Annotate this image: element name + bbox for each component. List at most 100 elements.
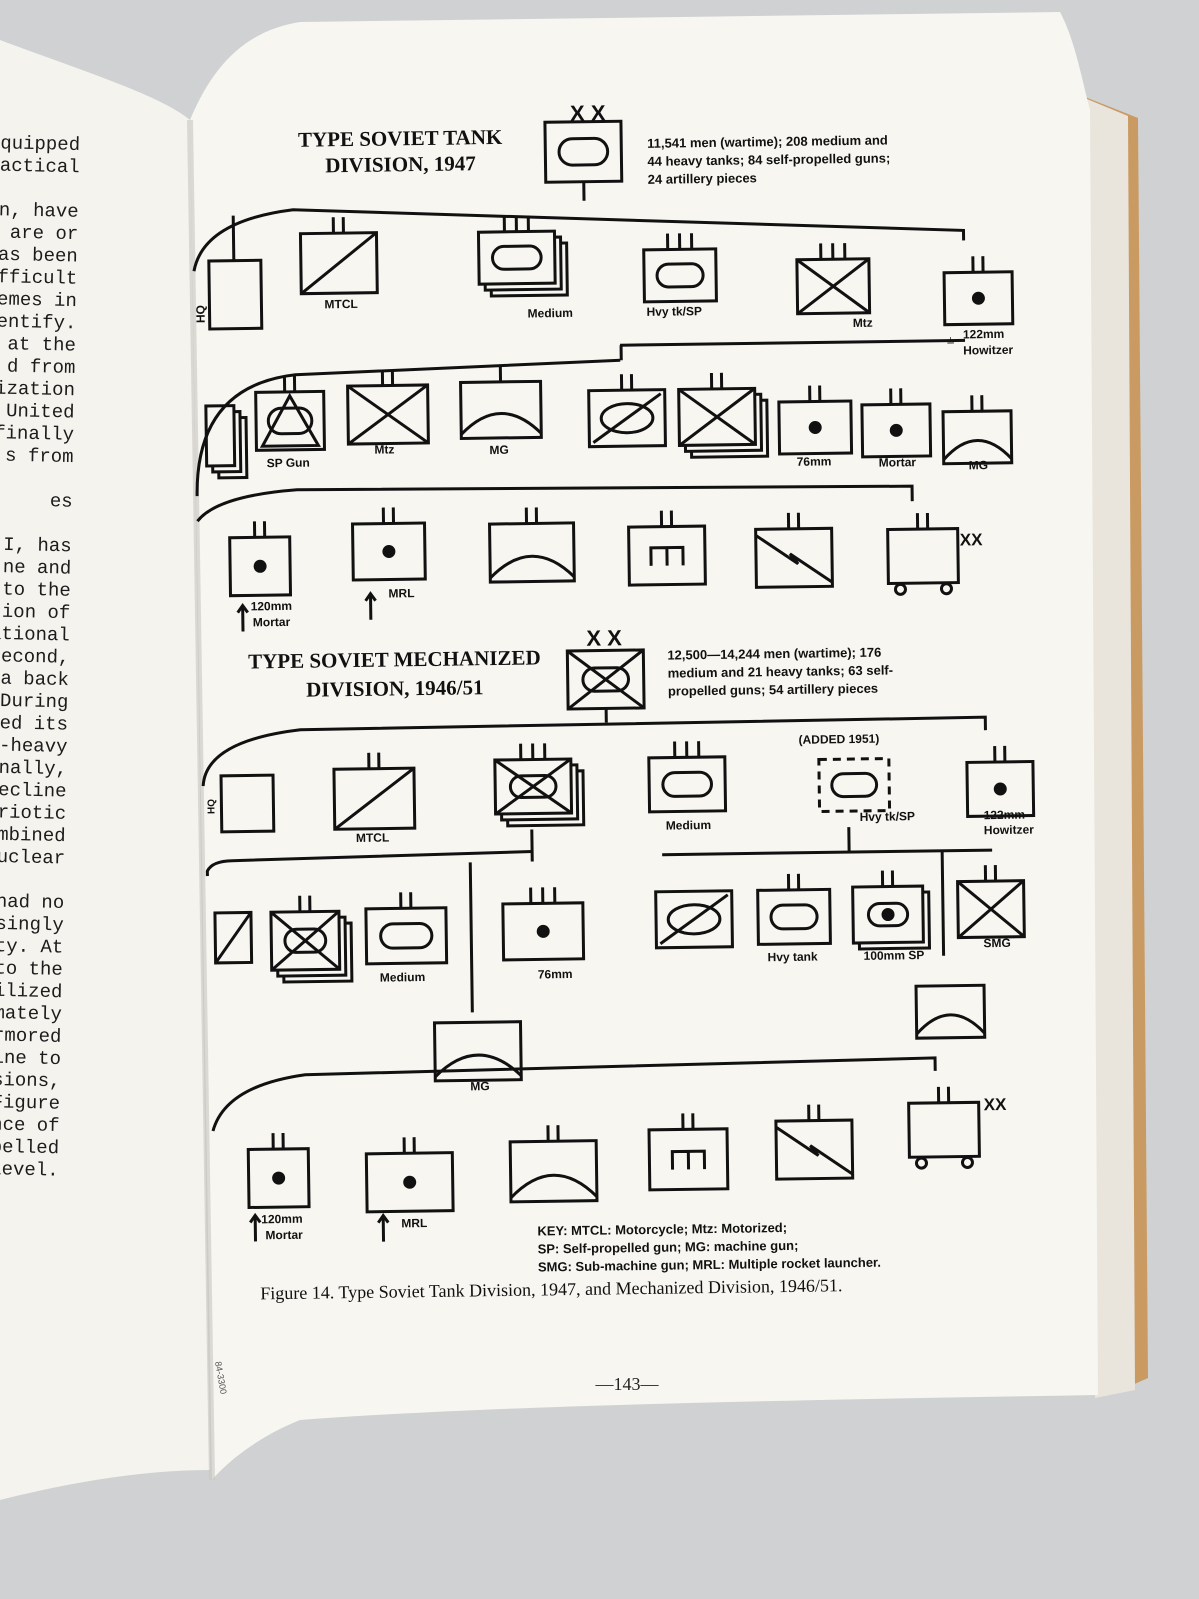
mech-howitzer-symbol [965,759,1036,818]
mech-howitzer-label-2: Howitzer [984,823,1035,838]
mech-xx-label: XX [984,1095,1008,1114]
unit-frame [364,906,449,966]
mech-signal-symbol [774,1118,855,1181]
mech-120mm-label-2: Mortar [265,1228,303,1243]
infantry-cross [347,383,429,446]
left-page-line: armored [0,1024,62,1048]
key-line-2: SP: Self-propelled gun; MG: machine gun; [538,1238,799,1257]
tank-signal-symbol [754,526,834,589]
tank-spgun-symbol [254,389,326,452]
sp-gun-triangle [259,392,321,448]
left-page-line: I, has [3,534,72,557]
mech-division-info-3: propelled guns; 54 artillery pieces [668,681,878,699]
left-page-line: ed its [0,712,68,735]
tank-mtz2-symbol [346,383,430,446]
tank-76mm-label: 76mm [797,454,832,468]
armor-oval [661,770,714,798]
tank-mtz2-label: Mtz [374,442,394,456]
mech-medium-label: Medium [666,818,712,833]
left-page-line: s from [5,445,74,468]
rocket-head [236,602,249,614]
tank-howitzer-symbol [942,270,1015,327]
armor-oval [557,136,610,167]
tank-mortar-arrow [236,602,249,632]
armor-oval [866,901,910,928]
mech-hq-label: HQ [206,799,217,814]
mech-mg-label: MG [470,1079,490,1093]
tank-division-echelon: X X [570,100,606,125]
mech-engineer-symbol [647,1127,730,1192]
mech-76mm-symbol [501,901,586,962]
mech-medium2-symbol [364,906,449,966]
tank-supply-symbol [886,527,960,596]
tank-division-title-1: TYPE SOVIET TANK [298,125,503,152]
tank-hq-label: HQ [193,305,207,323]
left-page-line: to the [0,957,63,980]
armor-oval [581,666,631,693]
tank-medium-label: Medium [527,306,573,321]
tank-mrl-arrow [364,591,377,620]
engineer-symbol [649,545,685,566]
unit-frame [432,1020,523,1083]
tank-120mm-label-2: Mortar [253,615,291,630]
mech-division-info-2: medium and 21 heavy tanks; 63 self- [668,662,894,680]
key-line-1: KEY: MTCL: Motorcycle; Mtz: Motorized; [537,1220,787,1238]
mech-hvytank-symbol [756,887,832,946]
mech-division-hq-symbol [565,648,646,711]
unit-frame [756,887,832,946]
unit-frame [488,521,576,584]
tank-mg2-label: MG [969,458,989,472]
mech-infantry-symbol [493,757,586,828]
unit-frame [476,229,557,286]
supply-wheel [893,582,907,596]
armor-oval [266,406,314,436]
page-number: —143— [595,1374,660,1394]
org-bracket-curve [201,715,987,787]
unit-frame [647,755,728,814]
org-chart-figure: ⫨ TYPE SOVIET TANK DIVISION, 1947 X X 11… [192,100,1036,1303]
machine-gun-arc [942,438,1013,461]
recon-ellipse [666,903,722,936]
mech-mtcl-symbol [332,766,417,831]
left-page [0,40,210,1500]
tank-aa-symbol [488,521,576,584]
left-page-line: r-heavy [0,734,68,758]
mech-hq-symbol [219,773,276,834]
mech-supply-symbol [907,1100,981,1170]
rocket-head [249,1212,262,1224]
artillery-dot [808,421,822,435]
mech-aa-symbol [914,983,987,1040]
unit-frame [642,247,718,304]
left-page-line: ion of [2,601,71,624]
engineer-symbol [670,1149,707,1170]
tank-division-title-2: DIVISION, 1947 [325,151,476,177]
artillery-dot [971,291,985,305]
artillery-dot [881,908,895,922]
signal-bolt [775,1125,854,1176]
tank-spgun-label: SP Gun [267,456,310,471]
armor-oval [379,921,434,950]
mech-mtcl-label: MTCL [356,831,390,845]
left-page-line: ombined [0,823,66,847]
left-page-line: at the [7,333,76,356]
unit-frame [886,527,960,586]
mech-added-label: (ADDED 1951) [798,732,879,747]
org-connector [468,862,474,1013]
mech-hvytank-label: Hvy tank [768,950,819,965]
motorcycle-slash [333,766,415,831]
left-page-line: to the [2,578,71,601]
mech-120mm-label-1: 120mm [261,1212,303,1227]
org-bracket-curve [205,850,533,877]
org-connector [231,215,236,261]
unit-frame [459,379,543,440]
mech-aa2-symbol [508,1139,599,1204]
left-page-line: es [50,490,73,512]
mech-smg-label: SMG [983,936,1011,950]
tank-hvy-label: Hvy tk/SP [646,304,702,319]
infantry-cross [494,757,572,816]
recon-slash [659,893,729,945]
mech-mrl-label: MRL [401,1216,427,1230]
artillery-dot [382,544,396,558]
unit-frame [543,119,624,184]
